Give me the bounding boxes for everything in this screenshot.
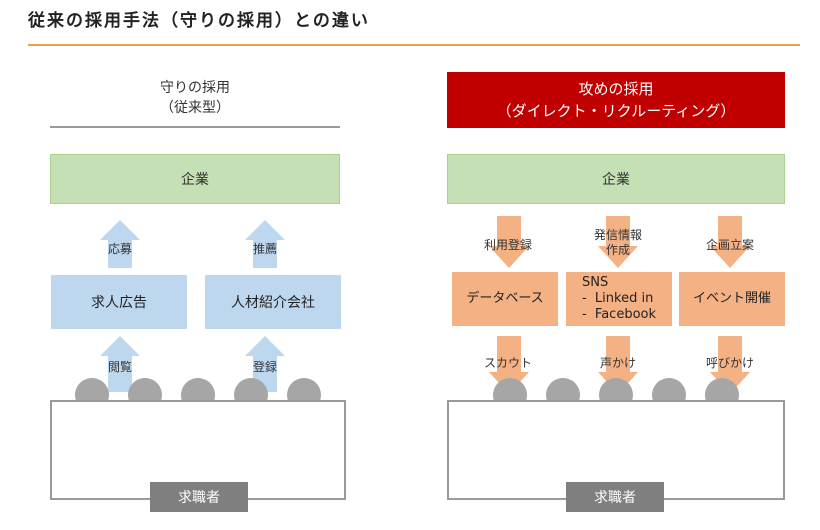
passive-header-line1: 守りの採用: [160, 80, 230, 96]
down-arrow-3: [710, 216, 750, 268]
label-call-out: 呼びかけ: [705, 356, 754, 370]
active-header-line2: （ダイレクト・リクルーティング）: [496, 102, 736, 120]
sns-box: SNS - Linked in - Facebook: [566, 272, 672, 326]
label-planning: 企画立案: [705, 238, 754, 252]
label-apply: 応募: [107, 242, 132, 256]
up-arrow-register: [245, 336, 285, 392]
staffing-agency-box: 人材紹介会社: [205, 275, 341, 329]
down-arrow-4: [489, 336, 529, 394]
label-content-creation: 発信情報 作成: [593, 228, 642, 257]
seekers-tag-left: 求職者: [150, 482, 248, 512]
down-arrow-1: [489, 216, 529, 268]
label-approach: 声かけ: [599, 356, 636, 370]
label-recommend: 推薦: [252, 242, 277, 256]
down-arrow-5: [598, 336, 638, 394]
active-header-line1: 攻めの採用: [578, 80, 654, 98]
active-recruiting-header: 攻めの採用 （ダイレクト・リクルーティング）: [447, 72, 785, 128]
company-box-right: 企業: [447, 154, 785, 204]
passive-recruiting-header: 守りの採用 （従来型）: [50, 78, 340, 126]
passive-header-rule: [50, 126, 340, 128]
label-browse: 閲覧: [107, 360, 132, 374]
page-title: 従来の採用手法（守りの採用）との違い: [28, 11, 370, 31]
job-ad-box: 求人広告: [51, 275, 187, 329]
up-arrow-apply: [100, 220, 140, 268]
down-arrow-2: [598, 216, 638, 268]
up-arrow-recommend: [245, 220, 285, 268]
database-box: データベース: [452, 272, 558, 326]
seekers-tag-right: 求職者: [566, 482, 664, 512]
label-usage-registration: 利用登録: [483, 238, 532, 252]
company-box-left: 企業: [50, 154, 340, 204]
passive-header-line2: （従来型）: [160, 100, 230, 116]
event-box: イベント開催: [679, 272, 785, 326]
label-scout: スカウト: [483, 356, 532, 370]
label-register: 登録: [252, 360, 277, 374]
up-arrow-browse: [100, 336, 140, 392]
title-divider: [28, 44, 800, 46]
